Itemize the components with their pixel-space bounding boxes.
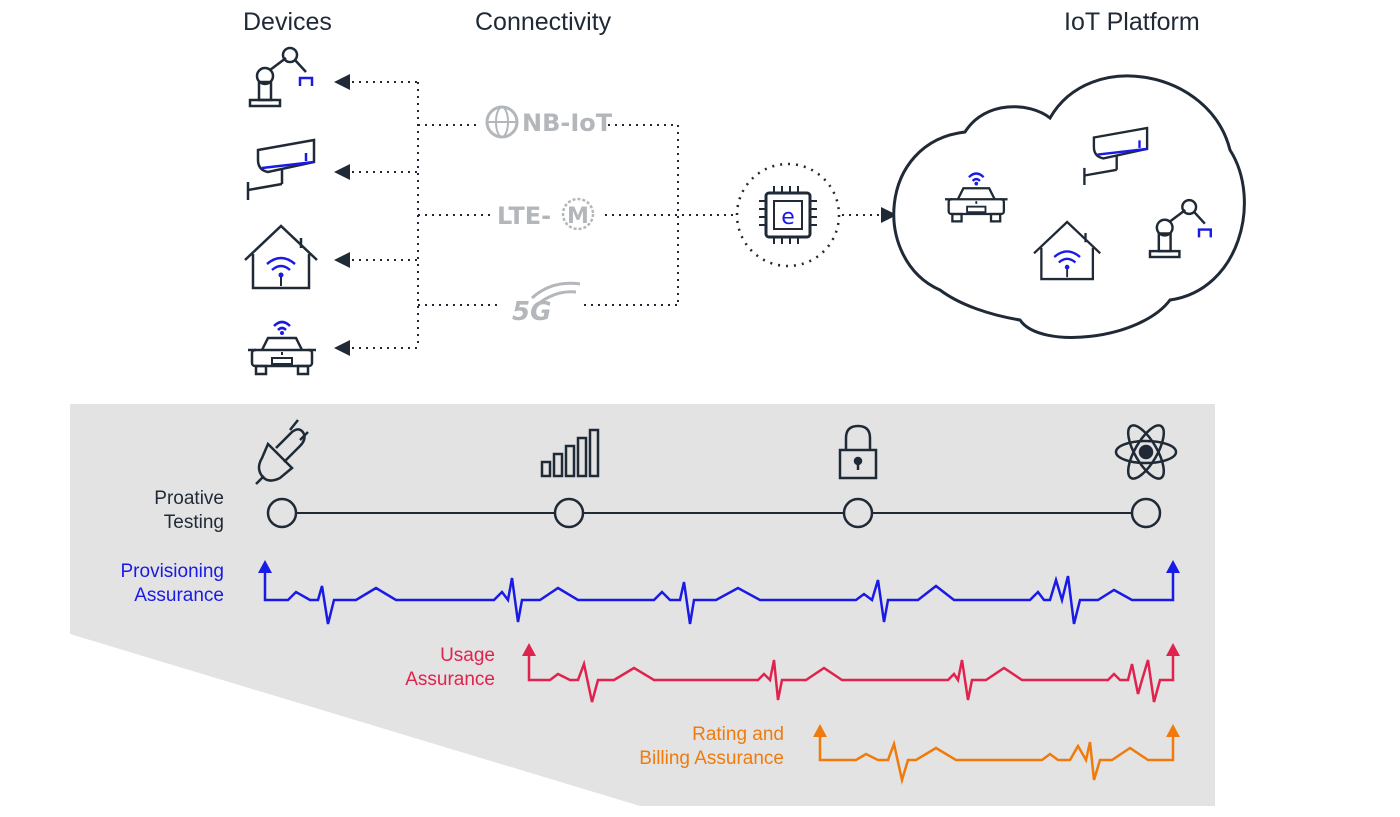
security-camera-icon: [246, 138, 316, 202]
rating-billing-assurance-waveform: [818, 736, 1175, 785]
usage-line1: Usage: [440, 645, 495, 666]
iot-platform-header: IoT Platform: [1064, 8, 1200, 36]
provisioning-assurance-label: Provisioning Assurance: [121, 560, 225, 608]
smart-home-icon: [243, 224, 319, 290]
connectivity-arrowheads: [334, 74, 897, 356]
plug-icon: [255, 419, 309, 485]
devices-header: Devices: [243, 8, 332, 36]
stage-node-security: [842, 497, 874, 529]
fiveg-logo: 5G: [512, 281, 581, 327]
padlock-icon: [838, 424, 878, 480]
arrow-to-platform: [881, 207, 897, 223]
ltem-badge: M: [567, 204, 589, 229]
stage-node-connectivity: [553, 497, 585, 529]
provisioning-assurance-waveform: [263, 572, 1175, 625]
nbiot-logo: NB-IoT: [485, 105, 613, 139]
stage-node-platform: [1130, 497, 1162, 529]
proactive-testing-line2: Testing: [163, 512, 224, 533]
provisioning-line2: Assurance: [134, 585, 224, 606]
ltem-label: LTE-: [497, 202, 551, 230]
arrow-to-camera: [334, 164, 350, 180]
proactive-testing-label: Proative Testing: [154, 487, 224, 535]
rating-end-arrow: [1166, 724, 1180, 737]
stage-node-connect: [266, 497, 298, 529]
provisioning-start-arrow: [258, 560, 272, 573]
assurance-panel-background: [70, 404, 1215, 806]
iot-platform-cloud: [892, 74, 1246, 339]
rating-start-arrow: [813, 724, 827, 737]
rating-line1: Rating and: [692, 724, 784, 745]
ltem-logo: LTE- M: [497, 197, 595, 231]
rating-line2: Billing Assurance: [639, 748, 784, 769]
usage-line2: Assurance: [405, 669, 495, 690]
connectivity-header: Connectivity: [475, 8, 612, 36]
robot-arm-icon: [248, 46, 314, 108]
provisioning-end-arrow: [1166, 560, 1180, 573]
usage-assurance-waveform: [527, 655, 1175, 703]
atom-icon: [1114, 424, 1178, 480]
proactive-testing-line1: Proative: [154, 488, 224, 509]
rating-billing-assurance-label: Rating and Billing Assurance: [639, 723, 784, 771]
arrow-to-home: [334, 252, 350, 268]
nbiot-label: NB-IoT: [522, 109, 613, 137]
esim-chip: e: [735, 162, 841, 268]
connected-car-icon: [246, 320, 318, 376]
connectivity-dotted-lines: [352, 81, 882, 349]
arrow-to-robot: [334, 74, 350, 90]
fiveg-label: 5G: [512, 297, 551, 327]
arrow-to-car: [334, 340, 350, 356]
usage-end-arrow: [1166, 643, 1180, 656]
signal-bars-icon: [540, 428, 600, 478]
usage-assurance-label: Usage Assurance: [405, 644, 495, 692]
chip-letter: e: [781, 205, 795, 230]
usage-start-arrow: [522, 643, 536, 656]
provisioning-line1: Provisioning: [120, 561, 225, 582]
